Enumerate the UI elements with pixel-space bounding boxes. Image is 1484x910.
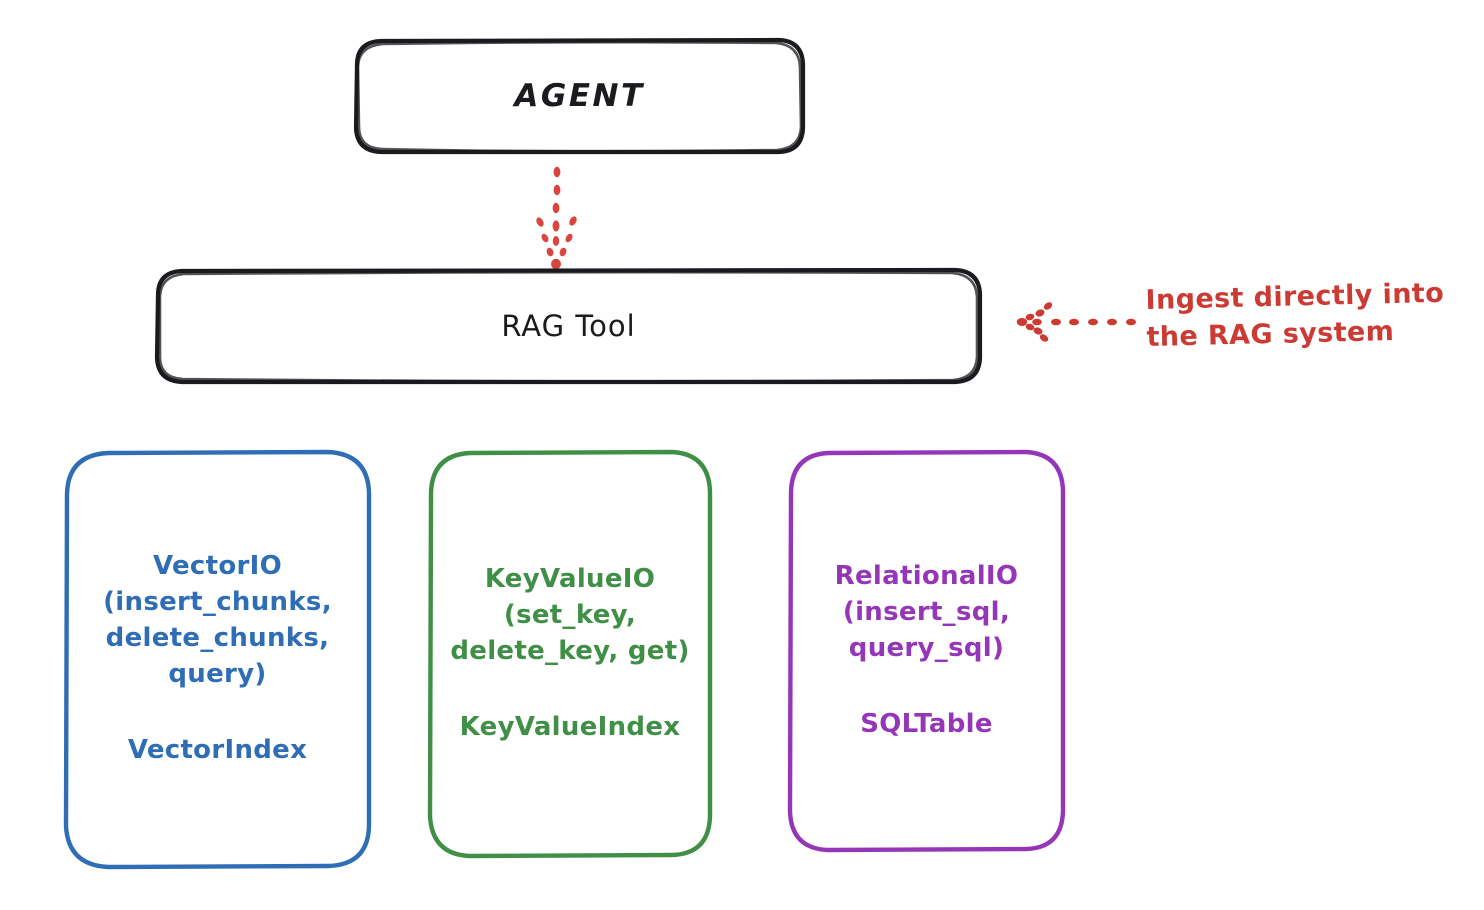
key-value-io-label-group: KeyValueIO (set_key, delete_key, get) Ke… [430,452,710,856]
vector-io-api-label: VectorIO (insert_chunks, delete_chunks, … [103,551,332,689]
vector-index-label: VectorIndex [127,734,308,765]
vector-io-box[interactable] [63,449,372,870]
rag-tool-box[interactable] [154,267,983,385]
ingest-annotation-text: Ingest directly into the RAG system [1145,277,1445,354]
ingest-to-rag-arrow [1016,302,1136,342]
relational-io-box[interactable] [787,449,1066,853]
agent-box[interactable] [353,37,806,155]
key-value-io-api-label: KeyValueIO (set_key, delete_key, get) [450,564,690,666]
key-value-io-box[interactable] [427,449,713,859]
sql-table-label: SQLTable [860,708,993,739]
vector-io-label-group: VectorIO (insert_chunks, delete_chunks, … [66,452,369,866]
agent-to-rag-arrow [536,166,577,270]
relational-io-label-group: RelationalIO (insert_sql, query_sql) SQL… [790,452,1063,850]
key-value-index-label: KeyValueIndex [459,711,681,742]
relational-io-api-label: RelationalIO (insert_sql, query_sql) [834,561,1019,663]
